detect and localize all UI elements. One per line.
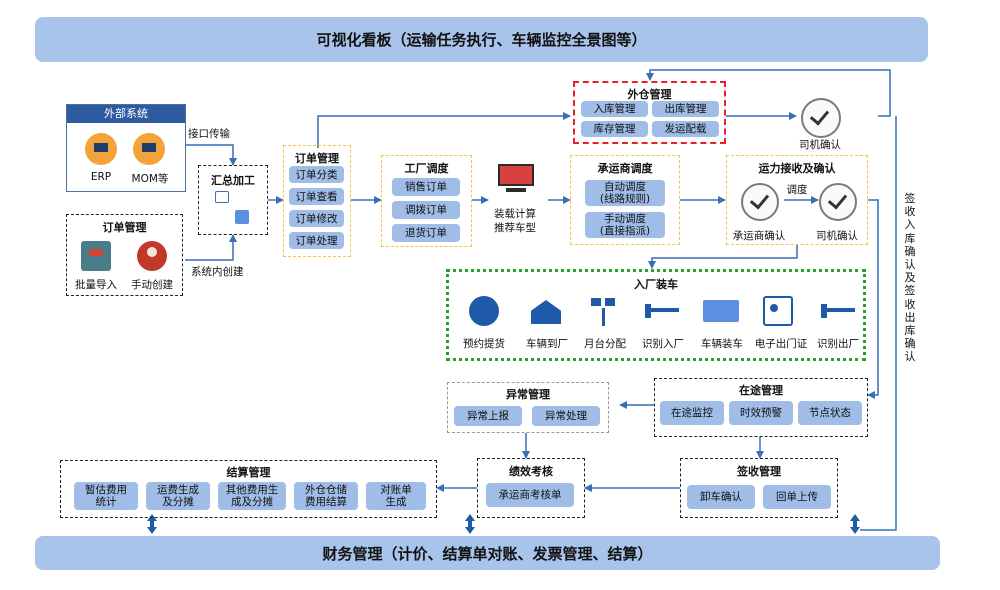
settlement-title: 结算管理: [226, 466, 271, 479]
timeliness-alert-button[interactable]: 时效预警: [729, 401, 793, 425]
transit-monitor-button[interactable]: 在途监控: [660, 401, 724, 425]
dock-assign-label: 月台分配: [584, 338, 626, 350]
aggregate-title: 汇总加工: [211, 174, 255, 187]
unload-confirm-button[interactable]: 卸车确认: [687, 485, 755, 509]
driver-confirm-top-label: 司机确认: [799, 139, 841, 151]
manual-create-label: 手动创建: [131, 279, 173, 291]
carrier-review-button[interactable]: 承运商考核单: [486, 483, 574, 507]
entry-recognize-label: 识别入厂: [642, 338, 684, 350]
mom-label: MOM等: [131, 173, 169, 185]
driver-confirm-label: 司机确认: [816, 230, 858, 242]
aggregate-panel: 汇总加工: [198, 165, 268, 235]
carrier-dispatch-title: 承运商调度: [597, 162, 653, 175]
node-status-button[interactable]: 节点状态: [798, 401, 862, 425]
exception-report-button[interactable]: 异常上报: [454, 406, 522, 426]
transfer-order-button[interactable]: 调拨订单: [392, 201, 460, 219]
exit-pass-label: 电子出门证: [754, 338, 808, 350]
performance-panel: 绩效考核 承运商考核单: [477, 458, 585, 518]
capacity-confirm-panel: 运力接收及确认 调度 承运商确认 司机确认: [726, 155, 868, 245]
sales-order-button[interactable]: 销售订单: [392, 178, 460, 196]
sign-confirm-vertical-label: 签收入库确认及签收出库确认: [904, 192, 916, 364]
aggregate-icon-block: [235, 210, 249, 224]
appointment-clock-icon: [469, 296, 499, 326]
vehicle-arrival-label: 车辆到厂: [526, 338, 568, 350]
bottom-banner-text: 财务管理（计价、结算单对账、发票管理、结算）: [322, 544, 653, 563]
exception-title: 异常管理: [506, 388, 550, 401]
outbound-mgmt-button[interactable]: 出库管理: [652, 101, 719, 117]
other-cost-button[interactable]: 其他费用生 成及分摊: [218, 482, 286, 510]
mom-computer-icon: [133, 133, 165, 165]
interface-label: 接口传输: [188, 128, 230, 140]
order-source-title: 订单管理: [102, 221, 147, 234]
statement-generate-button[interactable]: 对账单 生成: [366, 482, 426, 510]
auto-dispatch-button[interactable]: 自动调度 (线路规则): [585, 180, 665, 206]
entry-gate-icon: [645, 304, 679, 318]
sign-management-panel: 签收管理 卸车确认 回单上传: [680, 458, 838, 518]
exception-handle-button[interactable]: 异常处理: [532, 406, 600, 426]
order-modify-button[interactable]: 订单修改: [289, 210, 344, 227]
dock-assign-icon: [589, 298, 617, 326]
vehicle-loading-label: 车辆装车: [701, 338, 743, 350]
shipping-load-button[interactable]: 发运配载: [652, 121, 719, 137]
top-banner: 可视化看板（运输任务执行、车辆监控全景图等）: [35, 17, 928, 62]
order-view-button[interactable]: 订单查看: [289, 188, 344, 205]
factory-dispatch-panel: 工厂调度 销售订单 调拨订单 退货订单: [381, 155, 472, 247]
inbound-loading-panel: 入厂装车 预约提货 车辆到厂 月台分配 识别入厂 车辆装车 电子出门证 识别出厂: [446, 269, 866, 361]
exception-panel: 异常管理 异常上报 异常处理: [447, 382, 609, 433]
capacity-confirm-title: 运力接收及确认: [758, 162, 836, 175]
order-source-panel: 订单管理 批量导入 手动创建: [66, 214, 183, 296]
carrier-confirm-label: 承运商确认: [732, 230, 786, 242]
vehicle-arrival-icon: [531, 300, 561, 324]
in-transit-panel: 在途管理 在途监控 时效预警 节点状态: [654, 378, 868, 437]
warehouse-fee-button[interactable]: 外仓仓储 费用结算: [294, 482, 358, 510]
order-process-button[interactable]: 订单处理: [289, 232, 344, 249]
aggregate-icon: [215, 191, 229, 203]
carrier-confirm-check-icon: [741, 183, 779, 221]
driver-confirm-check-icon: [801, 98, 841, 138]
exit-gate-icon: [821, 304, 855, 318]
in-transit-title: 在途管理: [739, 384, 783, 397]
return-order-button[interactable]: 退货订单: [392, 224, 460, 242]
outer-warehouse-title: 外仓管理: [627, 88, 672, 101]
batch-import-label: 批量导入: [75, 279, 117, 291]
order-management-title: 订单管理: [295, 152, 339, 165]
manual-create-icon: [137, 241, 167, 271]
load-calc-monitor-icon: [496, 162, 536, 196]
erp-label: ERP: [90, 171, 112, 183]
inbound-mgmt-button[interactable]: 入库管理: [581, 101, 648, 117]
performance-title: 绩效考核: [509, 465, 553, 478]
manual-dispatch-button[interactable]: 手动调度 (直接指派): [585, 212, 665, 238]
inbound-loading-title: 入厂装车: [634, 278, 678, 291]
bottom-banner: 财务管理（计价、结算单对账、发票管理、结算）: [35, 536, 940, 570]
appointment-label: 预约提货: [463, 338, 505, 350]
recommend-model-label: 推荐车型: [494, 222, 536, 234]
truck-loading-icon: [703, 300, 739, 322]
receipt-upload-button[interactable]: 回单上传: [763, 485, 831, 509]
factory-dispatch-title: 工厂调度: [404, 162, 449, 175]
exit-pass-icon: [763, 296, 793, 326]
top-banner-text: 可视化看板（运输任务执行、车辆监控全景图等）: [316, 31, 647, 49]
driver-confirm-check-icon-2: [819, 183, 857, 221]
estimate-cost-button[interactable]: 暂估费用 统计: [74, 482, 138, 510]
erp-computer-icon: [85, 133, 117, 165]
external-systems-panel: 外部系统 ERP MOM等: [66, 104, 186, 192]
inventory-mgmt-button[interactable]: 库存管理: [581, 121, 648, 137]
exit-recognize-label: 识别出厂: [817, 338, 859, 350]
external-systems-title: 外部系统: [67, 105, 185, 123]
load-calc-label: 装载计算: [494, 208, 536, 220]
batch-import-icon: [81, 241, 111, 271]
settlement-panel: 结算管理 暂估费用 统计 运费生成 及分摊 其他费用生 成及分摊 外仓仓储 费用…: [60, 460, 437, 518]
order-classify-button[interactable]: 订单分类: [289, 166, 344, 183]
order-management-panel: 订单管理 订单分类 订单查看 订单修改 订单处理: [283, 145, 351, 257]
freight-allocate-button[interactable]: 运费生成 及分摊: [146, 482, 210, 510]
outer-warehouse-panel: 外仓管理 入库管理 出库管理 库存管理 发运配载: [573, 81, 726, 144]
internal-create-label: 系统内创建: [191, 266, 244, 278]
sign-management-title: 签收管理: [737, 465, 781, 478]
dispatch-edge-label: 调度: [786, 184, 808, 196]
carrier-dispatch-panel: 承运商调度 自动调度 (线路规则) 手动调度 (直接指派): [570, 155, 680, 245]
